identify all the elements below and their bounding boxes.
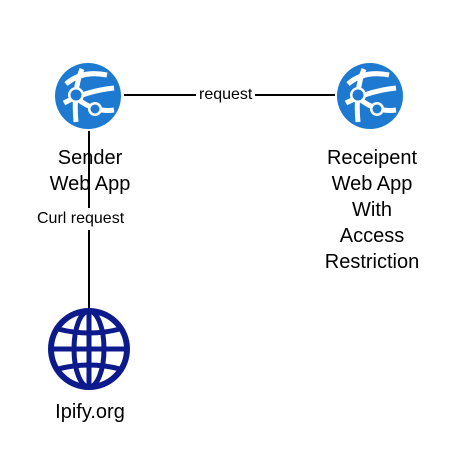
recipient-label-line: Web App bbox=[331, 173, 413, 195]
sender-web-app-label: Sender Web App bbox=[28, 145, 152, 197]
ipify-label-line: Ipify.org bbox=[55, 401, 125, 423]
ipify-label: Ipify.org bbox=[28, 399, 152, 425]
globe-icon bbox=[47, 307, 131, 391]
recipient-label-line: Restriction bbox=[324, 251, 420, 273]
recipient-label-line: Receipent bbox=[326, 147, 418, 169]
recipient-label-line: With bbox=[352, 199, 392, 221]
sender-label-line: Sender bbox=[57, 147, 123, 169]
recipient-web-app-icon bbox=[334, 60, 406, 132]
recipient-web-app-label: Receipent Web App With Access Restrictio… bbox=[300, 145, 444, 275]
curl-request-edge-label: Curl request bbox=[35, 208, 127, 230]
sender-label-line: Web App bbox=[49, 173, 131, 195]
request-edge-label: request bbox=[196, 85, 256, 105]
recipient-label-line: Access bbox=[339, 225, 405, 247]
sender-web-app-icon bbox=[52, 60, 124, 132]
